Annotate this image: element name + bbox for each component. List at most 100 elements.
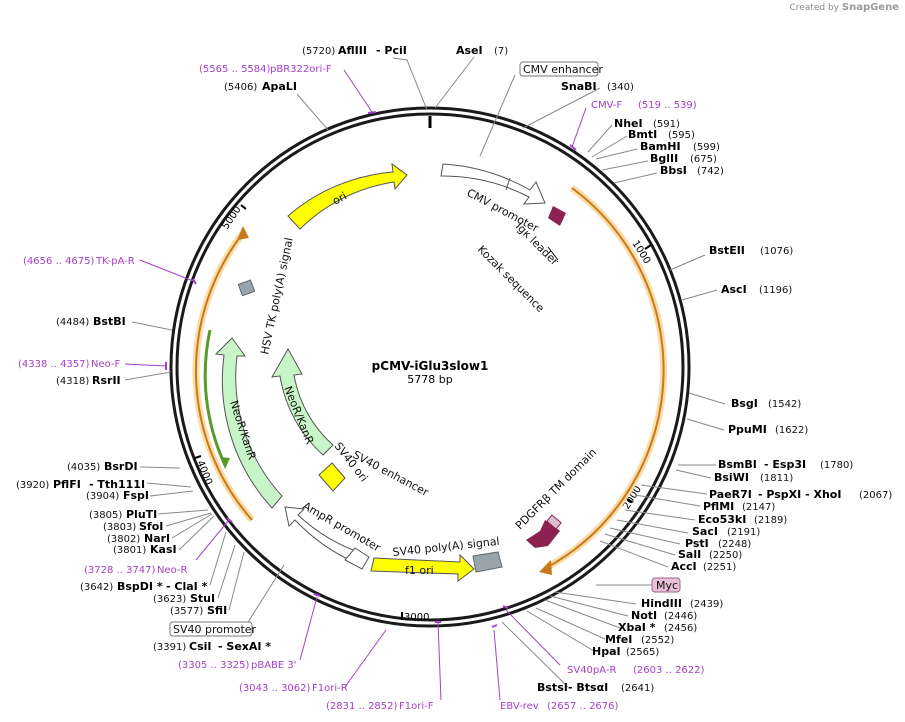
site-name-pflmi: PflMI	[703, 500, 734, 513]
site-name-hpai: HpaI	[592, 645, 621, 658]
site-name-stui: StuI	[190, 592, 215, 605]
site-name-xbai: XbaI *	[618, 621, 656, 634]
site-name-ppumi: PpuMI	[728, 423, 767, 436]
primer-range-f1orif: (2831 .. 2852)	[326, 701, 398, 712]
site-name-psti: PstI	[685, 537, 709, 550]
f1-ori-feature	[370, 553, 475, 582]
primer-name-neor: Neo-R	[157, 565, 188, 576]
site-name-bsiwi: BsiWI	[714, 471, 749, 484]
site-num-bspdi: (3642)	[80, 582, 113, 593]
primer-range-neof: (4338 .. 4357)	[18, 359, 90, 370]
site-extra-pflfi: - Tth111I	[89, 478, 145, 491]
site-num-saci: (2191)	[727, 527, 760, 538]
primer-name-sv40par: SV40pA-R	[567, 665, 616, 676]
site-name-btsi: BstsI	[537, 681, 568, 694]
site-extra-csii: - SexAI *	[218, 640, 271, 653]
neor-dark-arc	[203, 329, 227, 466]
primer-name-f1orir: F1ori-R	[312, 683, 348, 694]
site-name-acci: AccI	[671, 560, 697, 573]
site-extra-bsmbi: - Esp3I	[764, 458, 806, 471]
primer-range-tkpar: (4656 .. 4675)	[23, 256, 95, 267]
site-num-hpai: (2565)	[626, 647, 659, 658]
site-name-pflfi: PflFI	[53, 478, 81, 491]
site-num-bsteii: (1076)	[760, 246, 793, 257]
myc-box	[651, 577, 681, 593]
primer-name-ebvrev: EBV-rev	[500, 701, 539, 712]
leader-lines	[124, 56, 726, 688]
site-name-sfii: SfiI	[207, 604, 227, 617]
sv40-promoter-label: SV40 promoter	[173, 623, 257, 636]
site-name-asci: AscI	[721, 283, 747, 296]
site-name-bsmbi: BsmBI	[718, 458, 757, 471]
site-num-bsiwi: (1811)	[760, 473, 793, 484]
kozak-label: Kozak sequence	[475, 243, 547, 315]
site-num-eco53ki: (2189)	[754, 515, 787, 526]
site-extra-bspdi: - ClaI *	[166, 580, 208, 593]
site-name-aflIII: AflIII	[338, 44, 367, 57]
site-num-csii: (3391)	[153, 642, 186, 653]
primer-name-tkpar: TK-pA-R	[95, 256, 135, 267]
primer-name-f1orif: F1ori-F	[399, 701, 434, 712]
site-num-noti: (2446)	[664, 611, 697, 622]
primer-name-pbabe: pBABE 3'	[251, 660, 297, 671]
restriction-sites: (5720) AflIII - PciI AseI (7) SnaBI (340…	[16, 44, 892, 694]
site-num-aflIII: (5720)	[302, 46, 335, 57]
hsv-tk-polya-feature	[237, 279, 256, 297]
site-name-hindiii: HindIII	[641, 597, 682, 610]
hsv-tk-label: HSV TK poly(A) signal	[258, 236, 295, 355]
site-name-saci: SacI	[692, 525, 718, 538]
site-num-pluti: (3805)	[89, 510, 122, 521]
site-name-eco53ki: Eco53kI	[698, 513, 746, 526]
site-name-asei: AseI	[456, 44, 483, 57]
primer-name-pbr322: pBR322ori-F	[270, 64, 332, 75]
primer-range-pbabe: (3305 .. 3325)	[178, 660, 250, 671]
sv40-polya-feature	[472, 551, 503, 573]
site-name-bsteii: BstEII	[709, 244, 745, 257]
site-name-mfei: MfeI	[605, 633, 632, 646]
site-name-snabi: SnaBI	[561, 80, 597, 93]
site-name-bamhi: BamHI	[640, 140, 681, 153]
f1-ori-label: f1 ori	[405, 564, 434, 577]
primer-range-f1orir: (3043 .. 3062)	[239, 683, 311, 694]
ori-feature	[287, 162, 408, 230]
site-name-bmti: BmtI	[628, 128, 657, 141]
primer-name-cmvf: CMV-F	[591, 100, 622, 111]
site-num-ppumi: (1622)	[775, 425, 808, 436]
cmv-enhancer-box	[519, 61, 599, 77]
neor-outer-feature	[214, 337, 283, 509]
site-name-noti: NotI	[631, 609, 657, 622]
site-num-btsi: (2641)	[621, 683, 654, 694]
site-extra-aflIII: - PciI	[376, 44, 407, 57]
site-name-apali: ApaLI	[262, 80, 297, 93]
site-name-bspdi: BspDI *	[117, 580, 163, 593]
site-name-bbsi: BbsI	[660, 164, 687, 177]
primer-range-ebvrev: (2657 .. 2676)	[547, 701, 619, 712]
site-num-sfii: (3577)	[170, 606, 203, 617]
site-name-pluti: PluTI	[126, 508, 157, 521]
site-num-sali: (2250)	[709, 550, 742, 561]
site-num-mfei: (2552)	[641, 635, 674, 646]
site-name-bstbi: BstBI	[93, 315, 126, 328]
site-num-stui: (3623)	[153, 594, 186, 605]
site-name-kasi: KasI	[150, 543, 177, 556]
primer-labels: (5565 .. 5584) pBR322ori-F CMV-F (519 ..…	[18, 64, 705, 712]
orf-arc-left	[194, 232, 253, 521]
sv40-promoter-box	[169, 621, 253, 637]
backbone-outer-ring	[169, 106, 691, 628]
site-num-bsrdi: (4035)	[67, 462, 100, 473]
site-num-bglii: (675)	[690, 154, 717, 165]
orf-arrowhead-left	[237, 226, 249, 240]
snapgene-logo-text: SnapGene	[841, 2, 899, 13]
site-num-bbsi: (742)	[697, 166, 724, 177]
primer-name-neof: Neo-F	[91, 359, 121, 370]
site-num-snabi: (340)	[607, 82, 634, 93]
site-num-pflfi: (3920)	[16, 480, 49, 491]
site-num-bmti: (595)	[668, 130, 695, 141]
igk-leader-feature	[548, 206, 566, 226]
site-num-hindiii: (2439)	[690, 599, 723, 610]
ampr-promoter-feature	[284, 506, 362, 564]
site-name-nhei: NheI	[614, 117, 643, 130]
site-extra-paer7i: - PspXI - XhoI	[758, 488, 841, 501]
pdgfr-feature	[526, 520, 560, 548]
